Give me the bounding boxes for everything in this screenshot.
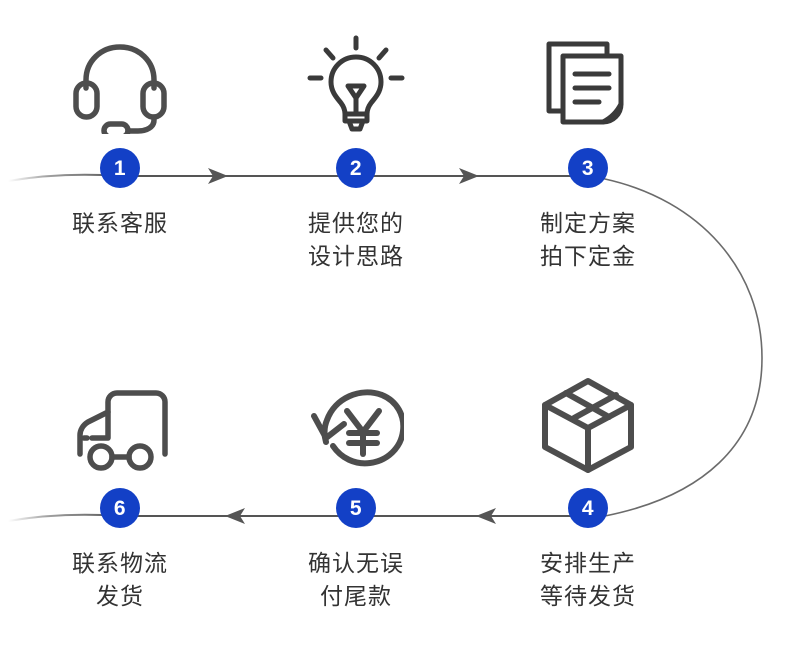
step-label-4: 安排生产 等待发货 xyxy=(540,550,636,609)
step-badge-4[interactable]: 4 xyxy=(568,488,608,528)
step-6[interactable]: 6 联系物流 发货 xyxy=(2,362,238,612)
headset-icon xyxy=(2,22,238,134)
package-box-icon xyxy=(470,362,706,474)
step-badge-2[interactable]: 2 xyxy=(336,148,376,188)
step-number-6: 6 xyxy=(113,496,127,520)
step-badge-3[interactable]: 3 xyxy=(568,148,608,188)
step-number-2: 2 xyxy=(349,156,363,180)
step-number-5: 5 xyxy=(349,496,363,520)
step-2[interactable]: 2 提供您的 设计思路 xyxy=(238,22,474,272)
step-number-1: 1 xyxy=(113,156,127,180)
step-number-4: 4 xyxy=(581,496,595,520)
documents-icon xyxy=(470,22,706,134)
step-number-3: 3 xyxy=(581,156,595,180)
step-label-5: 确认无误 付尾款 xyxy=(308,550,404,609)
step-badge-1[interactable]: 1 xyxy=(100,148,140,188)
step-badge-6[interactable]: 6 xyxy=(100,488,140,528)
step-badge-5[interactable]: 5 xyxy=(336,488,376,528)
yen-refund-icon xyxy=(238,362,474,474)
step-5[interactable]: 5 确认无误 付尾款 xyxy=(238,362,474,612)
step-4[interactable]: 4 安排生产 等待发货 xyxy=(470,362,706,612)
step-label-3: 制定方案 拍下定金 xyxy=(540,210,636,269)
step-label-1: 联系客服 xyxy=(72,210,168,236)
step-label-2: 提供您的 设计思路 xyxy=(308,210,404,269)
step-label-6: 联系物流 发货 xyxy=(72,550,168,609)
delivery-truck-icon xyxy=(2,362,238,474)
lightbulb-idea-icon xyxy=(238,22,474,134)
step-3[interactable]: 3 制定方案 拍下定金 xyxy=(470,22,706,272)
step-1[interactable]: 1 联系客服 xyxy=(2,22,238,240)
